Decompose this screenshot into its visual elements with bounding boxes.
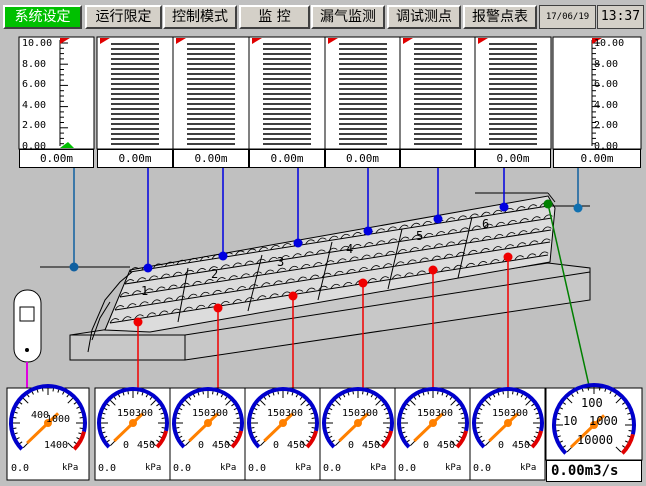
section-label-5: 5 xyxy=(416,229,424,243)
scale-right-tick-2: 6.00 xyxy=(594,79,619,90)
gauge-5-value: 0.0 xyxy=(398,463,417,474)
level-readout-2: 0.00m xyxy=(173,149,249,168)
pressure-sensor-icon xyxy=(13,289,42,390)
gauge-3-tick-3: 450 xyxy=(287,440,306,451)
gauge-3-value: 0.0 xyxy=(248,463,267,474)
gauge-2-value: 0.0 xyxy=(173,463,192,474)
flow-tick-0: 100 xyxy=(581,396,603,410)
level-bar-panel-6 xyxy=(474,36,552,150)
gauge-1-tick-0: 150 xyxy=(117,408,136,419)
scale-right-tick-3: 4.00 xyxy=(594,99,619,111)
level-readout-left: 0.00m xyxy=(19,149,94,168)
section-label-3: 3 xyxy=(277,255,285,269)
gauge-1-value: 0.0 xyxy=(98,463,117,474)
scale-right-tick-4: 2.00 xyxy=(594,120,619,131)
gauge-6-unit: kPa xyxy=(520,463,537,473)
tab-monitor[interactable]: 监 控 xyxy=(239,5,310,29)
time-display: 13:37 xyxy=(597,5,644,29)
gauge-4-tick-3: 450 xyxy=(362,440,381,451)
gauge-5-tick-3: 450 xyxy=(437,440,456,451)
gauge-3-tick-0: 150 xyxy=(267,408,286,419)
gauge-2-tick-2: 0 xyxy=(198,440,205,451)
gauge-2-tick-3: 450 xyxy=(212,440,231,451)
scale-left-tick-5: 0.00 xyxy=(22,140,47,152)
gauge-2-tick-0: 150 xyxy=(192,408,211,419)
level-bar-panel-2 xyxy=(172,36,250,150)
gauge-2-unit: kPa xyxy=(220,463,237,473)
gauge-5-tick-0: 150 xyxy=(417,408,436,419)
level-scale-left xyxy=(18,36,95,150)
gauge-0-unit: kPa xyxy=(62,463,79,473)
gauge-3-unit: kPa xyxy=(295,463,312,473)
gauge-5-tick-2: 0 xyxy=(423,440,430,451)
section-label-2: 2 xyxy=(211,267,219,281)
date-display: 17/06/19 xyxy=(539,5,596,29)
gauge-4-tick-0: 150 xyxy=(342,408,361,419)
level-readout-1: 0.00m xyxy=(97,149,173,168)
gauge-0-tick-0: 400 xyxy=(31,410,50,421)
flow-tick-2: 1000 xyxy=(589,414,618,428)
gauge-4-tick-1: 300 xyxy=(360,408,379,419)
scale-left-tick-4: 2.00 xyxy=(22,120,47,131)
gauge-0-value: 0.0 xyxy=(11,463,30,474)
gauge-0-tick-1: 1000 xyxy=(46,414,71,425)
section-label-6: 6 xyxy=(482,217,490,231)
gauge-0-tick-2: 1400 xyxy=(44,440,69,451)
tab-debug-points[interactable]: 调试测点 xyxy=(387,5,461,29)
gauge-1-tick-3: 450 xyxy=(137,440,156,451)
gauge-6-tick-0: 150 xyxy=(492,408,511,419)
green-level-marker-icon xyxy=(60,142,74,148)
scale-left-tick-0: 10.00 xyxy=(22,38,53,49)
level-readout-3: 0.00m xyxy=(249,149,325,168)
flow-tick-1: 10 xyxy=(563,414,578,428)
gauge-4-value: 0.0 xyxy=(323,463,342,474)
gauge-1-tick-2: 0 xyxy=(123,440,130,451)
level-readout-5 xyxy=(400,149,475,168)
roller-dam-diagram xyxy=(40,192,591,361)
gauge-4-unit: kPa xyxy=(370,463,387,473)
scale-right-tick-1: 8.00 xyxy=(594,58,619,70)
section-label-1: 1 xyxy=(141,284,149,298)
section-label-4: 4 xyxy=(346,242,354,256)
scale-left-tick-2: 6.00 xyxy=(22,79,47,90)
gauge-5-unit: kPa xyxy=(445,463,462,473)
level-bar-panel-4 xyxy=(324,36,401,150)
level-scale-right xyxy=(552,36,642,150)
scale-left-tick-3: 4.00 xyxy=(22,99,47,111)
flow-readout: 0.00m3/s xyxy=(546,460,642,482)
scale-right-tick-5: 0.00 xyxy=(594,140,619,152)
level-readout-right: 0.00m xyxy=(553,149,641,168)
tab-leak-detection[interactable]: 漏气监测 xyxy=(311,5,385,29)
gauge-6-tick-2: 0 xyxy=(498,440,505,451)
gauge-6-value: 0.0 xyxy=(473,463,492,474)
level-bar-panel-5 xyxy=(399,36,476,150)
gauge-1-tick-1: 300 xyxy=(135,408,154,419)
level-readout-4: 0.00m xyxy=(325,149,400,168)
gauge-5-tick-1: 300 xyxy=(435,408,454,419)
gauge-6-tick-3: 450 xyxy=(512,440,531,451)
scale-left-tick-1: 8.00 xyxy=(22,58,47,70)
tab-control-mode[interactable]: 控制模式 xyxy=(163,5,237,29)
level-bar-panel-3 xyxy=(248,36,326,150)
scale-right-tick-0: 10.00 xyxy=(594,38,625,49)
tab-alarm-table[interactable]: 报警点表 xyxy=(463,5,537,29)
gauge-4-tick-2: 0 xyxy=(348,440,355,451)
gauge-3-tick-1: 300 xyxy=(285,408,304,419)
tab-system-settings[interactable]: 系统设定 xyxy=(3,5,82,29)
gauge-3-tick-2: 0 xyxy=(273,440,280,451)
gauge-2-tick-1: 300 xyxy=(210,408,229,419)
gauge-6-tick-1: 300 xyxy=(510,408,529,419)
gauge-1-unit: kPa xyxy=(145,463,162,473)
flow-tick-3: 10000 xyxy=(577,433,614,447)
level-readout-6: 0.00m xyxy=(475,149,551,168)
tab-run-limits[interactable]: 运行限定 xyxy=(85,5,162,29)
